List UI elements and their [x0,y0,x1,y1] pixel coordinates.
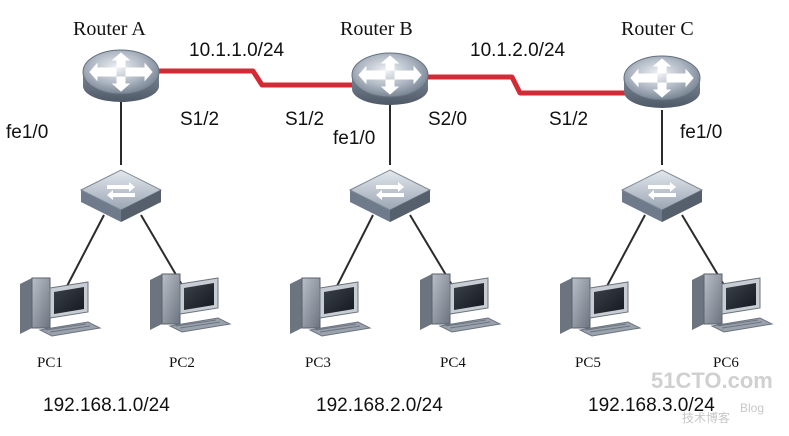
watermark-blog: Blog [740,401,764,415]
pc-4-icon[interactable] [420,273,502,333]
pc-3-icon[interactable] [290,277,372,337]
pc-5-icon[interactable] [560,277,642,337]
lan-network-2-label: 192.168.2.0/24 [316,395,443,416]
wan-network-2-label: 10.1.2.0/24 [470,40,566,61]
watermark: 51CTO.com 技术博客 Blog [651,368,773,425]
router-a-fe10-label: fe1/0 [6,122,48,143]
pc-5-label: PC5 [575,355,601,371]
router-b-label: Router B [340,18,413,40]
router-a-label: Router A [73,18,146,40]
router-a-s12-label: S1/2 [180,109,219,130]
pc-4-label: PC4 [440,355,466,371]
router-c-fe10-label: fe1/0 [680,122,722,143]
pc-1-icon[interactable] [20,277,102,337]
pc-2-label: PC2 [169,355,195,371]
router-b-s20-label: S2/0 [428,109,467,130]
drop-pc3 [335,214,374,289]
router-c-icon[interactable] [623,55,701,108]
watermark-tagline: 技术博客 [682,410,730,425]
router-c-label: Router C [621,18,694,40]
router-b-s12-label: S1/2 [285,109,324,130]
wan-link-b-c [428,74,627,96]
lan-network-3-label: 192.168.3.0/24 [588,395,715,416]
switch-c-icon[interactable] [620,169,704,222]
lan-network-1-label: 192.168.1.0/24 [43,395,170,416]
drop-pc4 [409,214,453,286]
pc-6-label: PC6 [713,355,739,371]
pc-3-label: PC3 [305,355,331,371]
drop-pc2 [140,214,183,286]
wan-link-a-b [157,68,352,88]
wan-network-1-label: 10.1.1.0/24 [189,40,285,61]
router-b-fe10-label: fe1/0 [333,128,375,149]
pc-2-icon[interactable] [150,273,232,333]
drop-pc1 [65,214,105,289]
pc-6-icon[interactable] [692,273,774,333]
router-c-s12-label: S1/2 [549,109,588,130]
drop-pc5 [605,214,646,289]
drop-pc6 [681,214,725,286]
router-b-icon[interactable] [351,52,429,105]
router-a-icon[interactable] [82,49,160,102]
pc-1-label: PC1 [37,355,63,371]
switch-a-icon[interactable] [79,169,163,222]
switch-b-icon[interactable] [348,169,432,222]
watermark-site: 51CTO.com [651,368,773,393]
